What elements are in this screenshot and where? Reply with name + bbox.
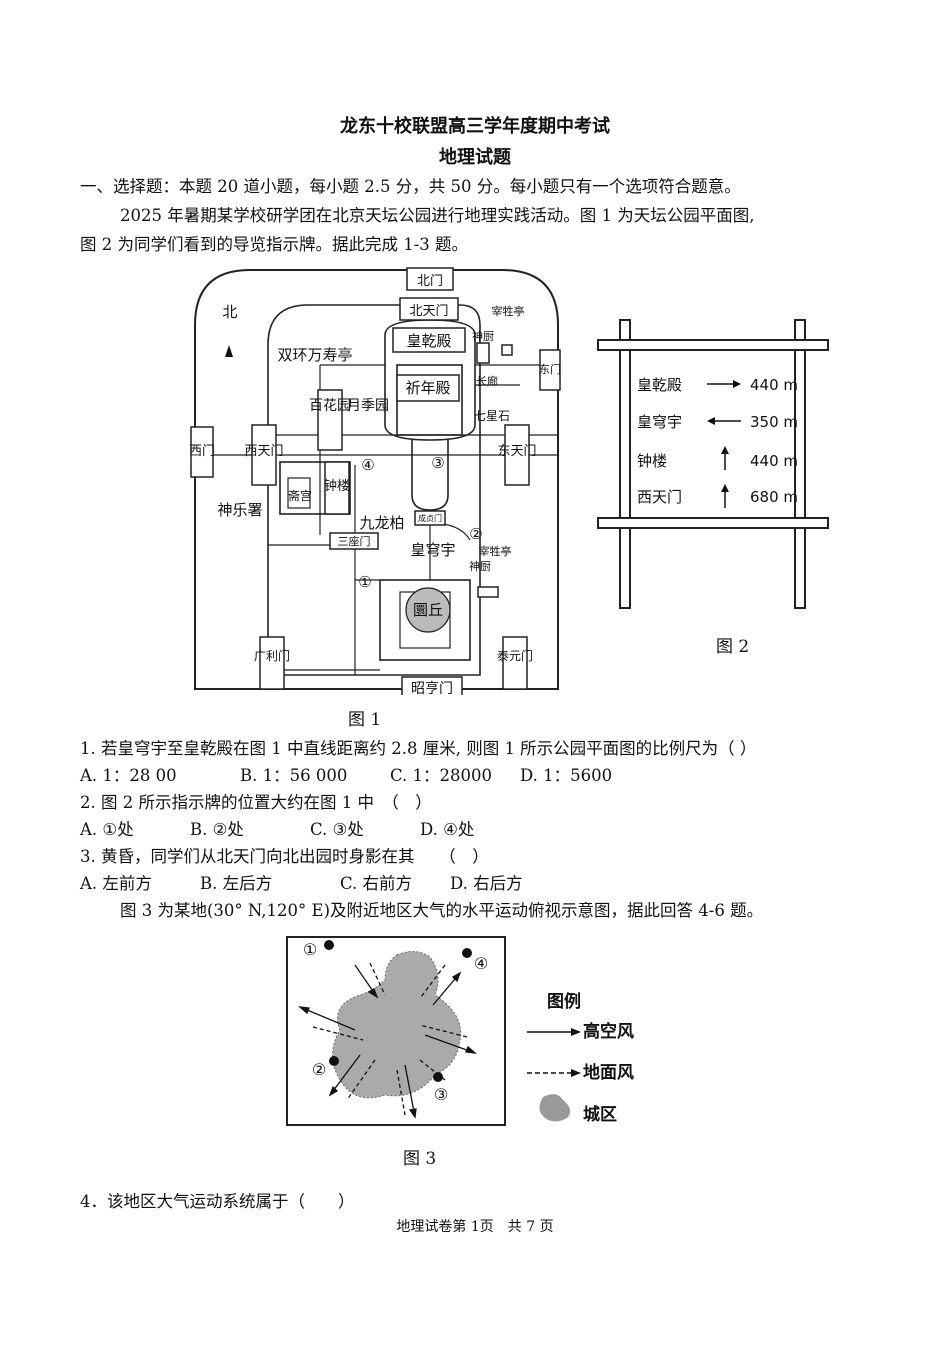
figure-3-diagram: ① ④ ② ③ 图例 高空风 地面风 城区 [286,936,634,1126]
question-2: 2. 图 2 所示指示牌的位置大约在图 1 中 （ ） [80,793,432,812]
option-c[interactable]: C. 右前方 [340,874,413,893]
label-shenyueshu: 神乐署 [217,501,262,519]
fig3-marker-2: ② [312,1060,326,1079]
label-huangqiandian: 皇乾殿 [406,332,451,350]
option-a[interactable]: A. 1：28 00 [80,766,177,785]
label-guanglimen: 广利门 [254,648,290,663]
arrow-left-icon [707,417,741,425]
option-d[interactable]: D. 1：5600 [520,766,613,785]
figure-1-park-map: 北 北门 北天门 皇乾殿 祈年殿 双环万寿亭 百花园 月季园 西门 西天门 东天… [190,267,561,695]
legend-title: 图例 [547,991,581,1012]
option-b[interactable]: B. 1：56 000 [240,766,348,785]
fig3-marker-3: ③ [434,1085,448,1104]
option-a[interactable]: A. ①处 [80,820,134,839]
question-4: 4．该地区大气运动系统属于（ ） [80,1192,355,1211]
sign-row-4-name: 西天门 [637,488,682,506]
label-taiyuanmen: 泰元门 [497,648,533,663]
label-beitianmen: 北天门 [409,304,448,319]
marker-3: ③ [431,454,444,472]
label-shuanghuan: 双环万寿亭 [277,346,352,364]
legend-city-swatch [539,1094,571,1122]
arrow-right-icon [707,380,741,388]
sign-row-2-dist: 350 m [750,413,798,431]
label-qiniandian: 祈年殿 [405,379,450,397]
label-sanzuomen: 三座门 [338,534,371,548]
arrow-up-icon [721,446,729,470]
fig3-marker-1: ① [303,940,317,959]
figure-2-signboard: 皇乾殿 440 m 皇穹宇 350 m 钟楼 440 m 西天门 680 m [597,319,829,609]
option-c[interactable]: C. ③处 [310,820,364,839]
label-zaishengting-2: 宰牲亭 [479,544,512,558]
page-footer: 地理试卷第 1页 共 7 页 [396,1219,554,1235]
marker-1: ① [358,573,371,591]
sign-row-3-name: 钟楼 [637,452,667,470]
marker-4: ④ [361,456,374,474]
sign-row-4-dist: 680 m [750,488,798,506]
city-area [332,951,462,1099]
label-zaishengting-1: 宰牲亭 [492,304,525,318]
figure-2-caption: 图 2 [716,637,750,657]
question-2-options: A. ①处 B. ②处 C. ③处 D. ④处 [80,816,474,840]
question-3: 3. 黄昏，同学们从北天门向北出园时身影在其 （ ） [80,847,489,866]
intro-fig3: 图 3 为某地(30° N,120° E)及附近地区大气的水平运动俯视示意图，据… [120,901,764,920]
section-heading: 一、选择题：本题 20 道小题，每小题 2.5 分，共 50 分。每小题只有一个… [80,177,741,196]
legend-upper-wind: 高空风 [583,1021,634,1042]
sign-row-2-name: 皇穹宇 [637,413,682,431]
sign-row-3-dist: 440 m [750,452,798,470]
label-dongtianmen: 东天门 [497,444,536,459]
label-shenchu-1: 神厨 [472,329,494,343]
figure-3-caption: 图 3 [403,1149,437,1169]
label-ximen: 西门 [190,444,215,459]
label-qixingshi: 七星石 [474,409,510,423]
sign-row-1-name: 皇乾殿 [637,376,682,394]
option-c[interactable]: C. 1：28000 [390,766,493,785]
question-1: 1. 若皇穹宇至皇乾殿在图 1 中直线距离约 2.8 厘米, 则图 1 所示公园… [80,739,757,758]
arrow-up-icon [721,484,729,508]
label-xitianmen: 西天门 [244,444,283,459]
intro-line-2: 图 2 为同学们看到的导览指示牌。据此完成 1-3 题。 [80,235,469,254]
label-zhaohengmen: 昭亨门 [411,680,453,695]
question-1-options: A. 1：28 00 B. 1：56 000 C. 1：28000 D. 1：5600 [80,762,612,786]
north-label: 北 [222,303,237,321]
fig3-marker-4: ④ [474,954,488,973]
label-jiulongbai: 九龙柏 [359,514,404,532]
option-b[interactable]: B. ②处 [190,820,244,839]
label-dongmen: 东门 [539,362,561,376]
label-zhaigong: 斋宫 [288,488,312,503]
label-chengzhenmen: 成贞门 [418,513,442,523]
legend-surface-wind: 地面风 [583,1062,634,1083]
label-beimen: 北门 [417,274,443,289]
legend-dashed-arrow-icon [527,1069,581,1077]
question-3-options: A. 左前方 B. 左后方 C. 右前方 D. 右后方 [80,870,523,894]
page-subtitle: 地理试题 [439,147,511,168]
legend-solid-arrow-icon [527,1028,581,1036]
option-d[interactable]: D. ④处 [420,820,475,839]
label-yuanqiu: 圜丘 [413,601,443,619]
label-baihuayuan: 百花园 [309,398,351,414]
label-huangqiongyu: 皇穹宇 [410,541,455,559]
option-d[interactable]: D. 右后方 [450,874,523,893]
label-shenchu-2: 神厨 [469,559,491,573]
page-title: 龙东十校联盟高三学年度期中考试 [340,116,610,137]
legend-city: 城区 [583,1105,617,1125]
figure-1-caption: 图 1 [348,710,382,730]
label-zhonglou: 钟楼 [324,478,350,494]
intro-line-1: 2025 年暑期某学校研学团在北京天坛公园进行地理实践活动。图 1 为天坛公园平… [120,206,755,225]
marker-2: ② [469,525,482,543]
label-yuejiyuan: 月季园 [347,398,389,414]
label-changlang: 长廊 [476,374,498,388]
option-b[interactable]: B. 左后方 [200,874,273,893]
option-a[interactable]: A. 左前方 [80,874,152,893]
sign-row-1-dist: 440 m [750,376,798,394]
